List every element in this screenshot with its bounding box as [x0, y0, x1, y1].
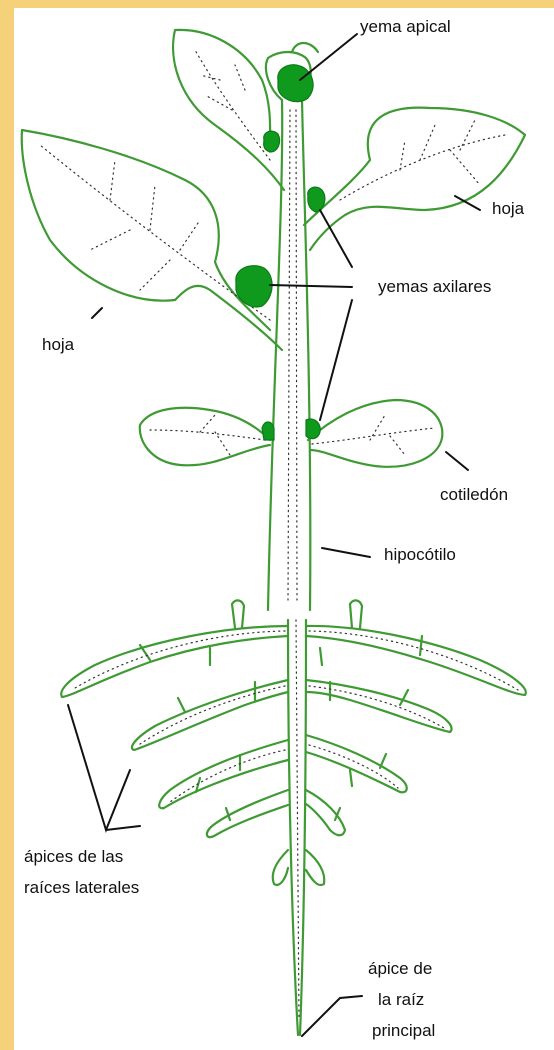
- lateral-root-right-2: [306, 680, 452, 732]
- label-hypocotyl: hipocótilo: [384, 545, 456, 564]
- pointer-leaf-left: [92, 308, 102, 318]
- axillary-bud-4: [262, 422, 274, 440]
- pointer-lateral-root-tips: [68, 705, 140, 830]
- leaf-upper-right-veins: [340, 120, 505, 200]
- cotyledon-right-veins: [312, 415, 435, 455]
- axillary-bud-2: [308, 187, 325, 212]
- cotyledon-right: [308, 400, 442, 467]
- label-main-root-tip-line3: principal: [372, 1021, 435, 1040]
- label-lateral-root-tips-line1: ápices de las: [24, 847, 123, 866]
- label-axillary-buds: yemas axilares: [378, 277, 491, 296]
- lateral-root-left-4: [207, 790, 288, 837]
- axillary-bud-3: [236, 266, 272, 307]
- plant-anatomy-figure: yema apical hoja yemas axilares hoja cot…: [14, 8, 554, 1050]
- apical-leaflet: [292, 43, 318, 52]
- pointer-axillary-3: [320, 300, 352, 420]
- label-lateral-root-tips-line2: raíces laterales: [24, 878, 139, 897]
- leaf-upper-right: [304, 108, 525, 250]
- pointer-hypocotyl: [322, 548, 370, 557]
- apical-bud: [278, 65, 313, 102]
- pointer-apical-bud: [300, 34, 357, 80]
- label-main-root-tip-line2: la raíz: [378, 990, 424, 1009]
- label-leaf-left: hoja: [42, 335, 75, 354]
- leaf-upper-left-veins: [195, 50, 270, 160]
- label-apical-bud: yema apical: [360, 17, 451, 36]
- pointer-axillary-2: [270, 285, 352, 287]
- cotyledon-left: [140, 408, 270, 466]
- pointer-cotyledon: [446, 452, 468, 470]
- label-leaf-right: hoja: [492, 199, 525, 218]
- cotyledon-left-veins: [150, 415, 265, 455]
- label-main-root-tip-line1: ápice de: [368, 959, 432, 978]
- lateral-root-right-5: [306, 850, 324, 885]
- stem-vascular-dots: [288, 110, 297, 600]
- plant-diagram: yema apical hoja yemas axilares hoja cot…: [14, 8, 554, 1050]
- pointer-axillary-1: [320, 210, 352, 267]
- lateral-root-right-3: [306, 735, 407, 792]
- pointer-main-root-tip: [302, 996, 362, 1036]
- axillary-bud-1: [264, 131, 280, 152]
- lateral-root-left-5: [273, 850, 288, 885]
- label-cotyledon: cotiledón: [440, 485, 508, 504]
- leaf-upper-left: [173, 30, 284, 190]
- main-root-dots: [296, 620, 299, 1020]
- leaf-lower-left: [22, 130, 282, 350]
- axillary-bud-5: [306, 419, 320, 439]
